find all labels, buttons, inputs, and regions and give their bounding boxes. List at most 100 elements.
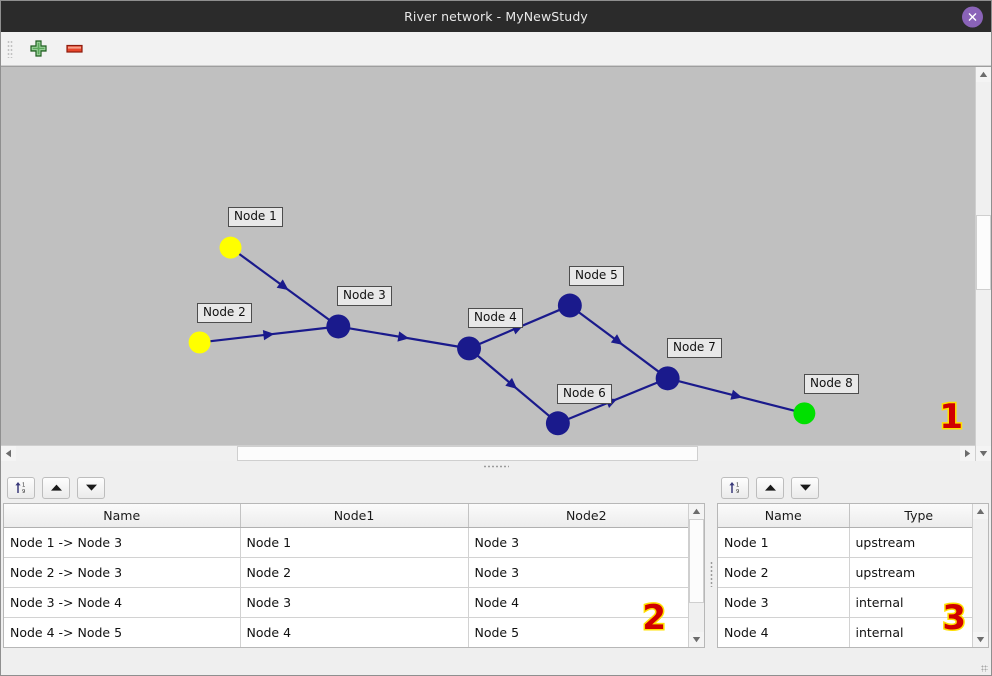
nodes-cell[interactable]: Node 2 xyxy=(718,557,850,588)
graph-node[interactable] xyxy=(557,293,582,318)
reaches-cell[interactable]: Node 1 -> Node 3 xyxy=(4,527,241,558)
resize-grip[interactable] xyxy=(981,665,988,672)
nodes-cell[interactable]: Node 3 xyxy=(718,587,850,618)
graph-node[interactable] xyxy=(188,331,211,354)
graph-hscroll-track[interactable] xyxy=(16,446,960,461)
reaches-vertical-scrollbar[interactable] xyxy=(688,504,704,647)
red-minus-icon[interactable] xyxy=(63,38,85,60)
nodes-vscroll-track[interactable] xyxy=(973,519,988,632)
graph-node-label[interactable]: Node 4 xyxy=(468,308,523,328)
svg-text:9: 9 xyxy=(736,489,739,495)
arrow-down-icon[interactable] xyxy=(791,476,819,499)
graph-node-label[interactable]: Node 3 xyxy=(337,286,392,306)
graph-node[interactable] xyxy=(219,236,242,259)
nodes-scroll-up-arrow-icon[interactable] xyxy=(973,504,988,519)
reaches-cell[interactable]: Node 1 xyxy=(240,527,469,558)
reaches-cell[interactable]: Node 3 xyxy=(468,557,704,588)
reaches-cell[interactable]: Node 4 xyxy=(468,587,704,618)
reaches-cell[interactable]: Node 4 xyxy=(240,617,469,647)
reaches-cell[interactable]: Node 3 xyxy=(468,527,704,558)
graph-edge-arrowhead xyxy=(262,329,275,341)
reaches-vscroll-track[interactable] xyxy=(689,519,704,632)
toolbar-drag-handle[interactable] xyxy=(7,39,13,58)
close-icon[interactable] xyxy=(962,6,983,27)
reaches-pane: 1 9 xyxy=(1,472,707,675)
sort-icon[interactable]: 1 9 xyxy=(721,476,749,499)
vertical-splitter[interactable] xyxy=(707,472,715,675)
reaches-cell[interactable]: Node 2 -> Node 3 xyxy=(4,557,241,588)
graph-node-label[interactable]: Node 8 xyxy=(804,374,859,394)
nodes-cell[interactable]: internal xyxy=(849,617,988,647)
arrow-up-glyph xyxy=(764,484,776,491)
arrow-down-glyph xyxy=(85,484,97,491)
horizontal-splitter[interactable] xyxy=(1,461,991,472)
reaches-vscroll-thumb[interactable] xyxy=(689,519,704,603)
arrow-down-icon[interactable] xyxy=(77,476,105,499)
scroll-right-arrow-icon[interactable] xyxy=(960,446,975,461)
nodes-cell[interactable]: internal xyxy=(849,587,988,618)
scroll-up-arrow-icon[interactable] xyxy=(976,67,991,82)
arrow-up-glyph xyxy=(50,484,62,491)
nodes-cell[interactable]: upstream xyxy=(849,527,988,558)
graph-node-label[interactable]: Node 2 xyxy=(197,303,252,323)
graph-vertical-scrollbar[interactable] xyxy=(975,67,991,461)
reaches-cell[interactable]: Node 2 xyxy=(240,557,469,588)
reaches-column-header[interactable]: Node1 xyxy=(240,504,469,528)
graph-node[interactable] xyxy=(655,366,680,391)
reaches-scroll-up-arrow-icon[interactable] xyxy=(689,504,704,519)
reaches-cell[interactable]: Node 3 xyxy=(240,587,469,618)
reaches-scroll-down-arrow-icon[interactable] xyxy=(689,632,704,647)
network-graph-canvas[interactable]: Node 1 Node 2 Node 3 Node 4 Node 5 Node 6 Node… xyxy=(1,66,991,461)
graph-horizontal-scrollbar[interactable] xyxy=(1,445,975,461)
nodes-column-header[interactable]: Type xyxy=(849,504,988,528)
graph-hscroll-thumb[interactable] xyxy=(237,446,698,461)
reaches-cell[interactable]: Node 4 -> Node 5 xyxy=(4,617,241,647)
annotation-marker-3: 3 xyxy=(941,598,968,638)
arrow-up-icon[interactable] xyxy=(756,476,784,499)
graph-node-label[interactable]: Node 5 xyxy=(569,266,624,286)
reaches-column-header[interactable]: Node2 xyxy=(468,504,704,528)
graph-node[interactable] xyxy=(326,314,351,339)
reaches-toolbar: 1 9 xyxy=(1,472,707,503)
nodes-cell[interactable]: upstream xyxy=(849,557,988,588)
graph-node[interactable] xyxy=(457,336,482,361)
graph-node-label[interactable]: Node 6 xyxy=(557,384,612,404)
graph-node[interactable] xyxy=(545,411,570,436)
reaches-column-header[interactable]: Name xyxy=(4,504,241,528)
graph-node-label[interactable]: Node 1 xyxy=(228,207,283,227)
arrow-up-icon[interactable] xyxy=(42,476,70,499)
sort-icon[interactable]: 1 9 xyxy=(7,476,35,499)
triangle-right-glyph xyxy=(965,449,971,458)
nodes-scroll-down-arrow-icon[interactable] xyxy=(973,632,988,647)
graph-node[interactable] xyxy=(793,402,816,425)
nodes-column-header[interactable]: Name xyxy=(718,504,850,528)
graph-vscroll-thumb[interactable] xyxy=(976,215,991,290)
reaches-cell[interactable]: Node 5 xyxy=(468,617,704,647)
nodes-cell[interactable]: Node 4 xyxy=(718,617,850,647)
annotation-marker-2: 2 xyxy=(641,598,668,638)
scroll-left-arrow-icon[interactable] xyxy=(1,446,16,461)
graph-node-label[interactable]: Node 7 xyxy=(667,338,722,358)
reaches-cell[interactable]: Node 3 -> Node 4 xyxy=(4,587,241,618)
graph-vscroll-track[interactable] xyxy=(976,82,991,446)
nodes-vertical-scrollbar[interactable] xyxy=(972,504,988,647)
scroll-down-arrow-icon[interactable] xyxy=(976,446,991,461)
nodes-cell[interactable]: Node 1 xyxy=(718,527,850,558)
title-bar: River network - MyNewStudy xyxy=(1,1,991,32)
green-plus-icon[interactable] xyxy=(27,38,49,60)
